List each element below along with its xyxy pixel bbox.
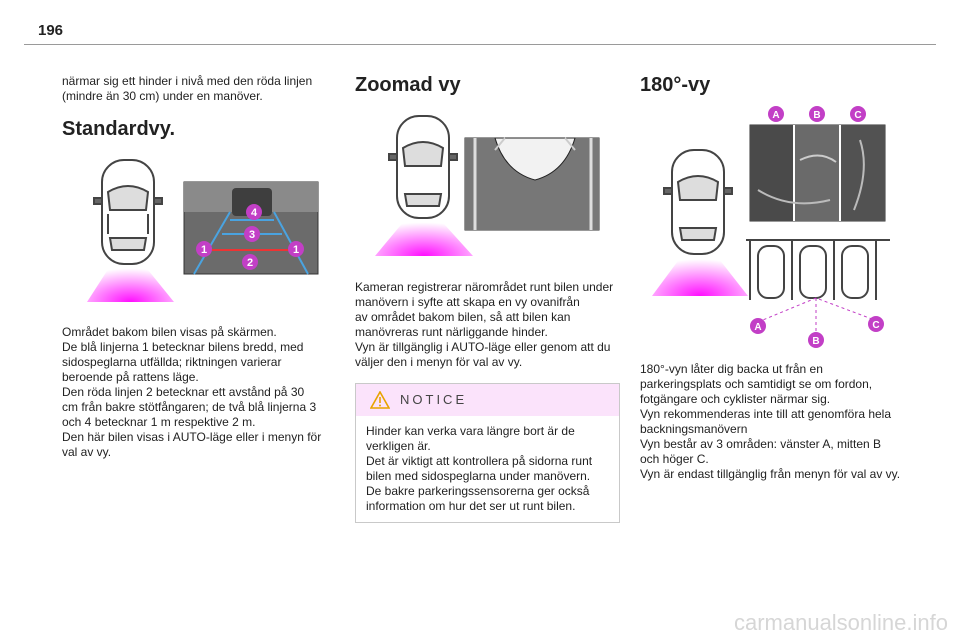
header-rule [24, 44, 936, 45]
180-view-heading: 180°-vy [640, 74, 711, 96]
body-line: De blå linjerna 1 betecknar bilens bredd… [62, 340, 304, 354]
body-line: väljer den i menyn för val av vy. [355, 355, 523, 369]
body-line: manövern i syfte att skapa en vy ovanifr… [355, 295, 580, 309]
parked-car-icon [757, 245, 869, 299]
body-line: Området bakom bilen visas på skärmen. [62, 325, 277, 339]
body-line: parkeringsplats och samtidigt se om ford… [640, 377, 873, 391]
standard-view-text: Området bakom bilen visas på skärmen. De… [62, 325, 344, 460]
marker-1-left: 1 [201, 244, 207, 256]
body-line: och höger C. [640, 452, 709, 466]
camera-field-glow [652, 250, 748, 296]
camera-field-glow [375, 214, 473, 256]
marker-c-bottom: C [872, 320, 879, 331]
body-line: Kameran registrerar närområdet runt bile… [355, 280, 614, 294]
car-top-view-icon [388, 115, 458, 219]
body-line: Vyn består av 3 områden: vänster A, mitt… [640, 437, 882, 451]
notice-line: information om hur det ser ut runt bilen… [366, 499, 576, 513]
notice-line: Hinder kan verka vara längre bort är de [366, 424, 575, 438]
car-top-view-icon [93, 159, 163, 265]
body-line: backningsmanövern [640, 422, 748, 436]
view-markers: 1 1 2 3 4 [196, 204, 304, 270]
body-line: fotgängare och cyklister närmar sig. [640, 392, 831, 406]
marker-1-right: 1 [293, 244, 299, 256]
180-camera-screen [749, 124, 886, 222]
notice-line: Det är viktigt att kontrollera på sidorn… [366, 454, 593, 468]
intro-line: närmar sig ett hinder i nivå med den röd… [62, 74, 313, 88]
page-number: 196 [38, 22, 64, 39]
body-line: manövreras runt närliggande hinder. [355, 325, 548, 339]
notice-line: verkligen är. [366, 439, 431, 453]
camera-field-glow [87, 260, 174, 302]
car-top-view-icon [663, 149, 733, 255]
notice-box: NOTICE Hinder kan verka vara längre bort… [355, 383, 620, 523]
180-view-text: 180°-vyn låter dig backa ut från en park… [640, 362, 915, 482]
intro-line: (mindre än 30 cm) under en manöver. [62, 89, 263, 103]
standard-view-illustration: 1 1 2 3 4 [87, 159, 319, 302]
notice-title: NOTICE [400, 392, 468, 407]
marker-3: 3 [249, 229, 255, 241]
body-line: Den röda linjen 2 betecknar ett avstånd … [62, 385, 305, 399]
marker-a-top: A [772, 110, 779, 121]
body-line: val av vy. [62, 445, 112, 459]
top-markers: A B C [768, 106, 866, 122]
bottom-markers: A B C [750, 316, 884, 348]
notice-body: Hinder kan verka vara längre bort är de … [356, 416, 619, 514]
body-line: 180°-vyn låter dig backa ut från en [640, 362, 823, 376]
standard-view-heading: Standardvy. [62, 118, 175, 140]
zoom-camera-screen [464, 137, 600, 231]
body-line: Vyn är endast tillgänglig från menyn för… [640, 467, 901, 481]
body-line: beroende på rattens läge. [62, 370, 199, 384]
notice-header: NOTICE [356, 384, 619, 416]
parking-diagram [746, 239, 890, 336]
marker-4: 4 [251, 207, 258, 219]
notice-line: bilen med sidospeglarna under manövern. [366, 469, 591, 483]
marker-2: 2 [247, 257, 253, 269]
body-line: Den här bilen visas i AUTO-läge eller i … [62, 430, 322, 444]
body-line: cm från bakre stötfångaren; de två blå l… [62, 400, 317, 414]
marker-a-bottom: A [754, 322, 761, 333]
warning-icon [370, 391, 390, 409]
zoom-view-illustration [375, 115, 600, 256]
body-line: Vyn rekommenderas inte till att genomför… [640, 407, 892, 421]
marker-b-bottom: B [812, 336, 819, 347]
marker-c-top: C [854, 110, 861, 121]
watermark: carmanualsonline.info [733, 610, 948, 635]
180-view-illustration: A B C A B C [652, 106, 890, 348]
body-line: av området bakom bilen, så att bilen kan [355, 310, 571, 324]
marker-b-top: B [813, 110, 820, 121]
body-line: sidospeglarna utfällda; riktningen varie… [62, 355, 282, 369]
body-line: och 4 betecknar 1 m respektive 2 m. [62, 415, 256, 429]
body-line: Vyn är tillgänglig i AUTO-läge eller gen… [355, 340, 611, 354]
notice-line: De bakre parkeringssensorerna ger också [366, 484, 590, 498]
zoom-view-text: Kameran registrerar närområdet runt bile… [355, 280, 620, 370]
zoom-view-heading: Zoomad vy [355, 74, 461, 96]
intro-text: närmar sig ett hinder i nivå med den röd… [62, 74, 342, 104]
